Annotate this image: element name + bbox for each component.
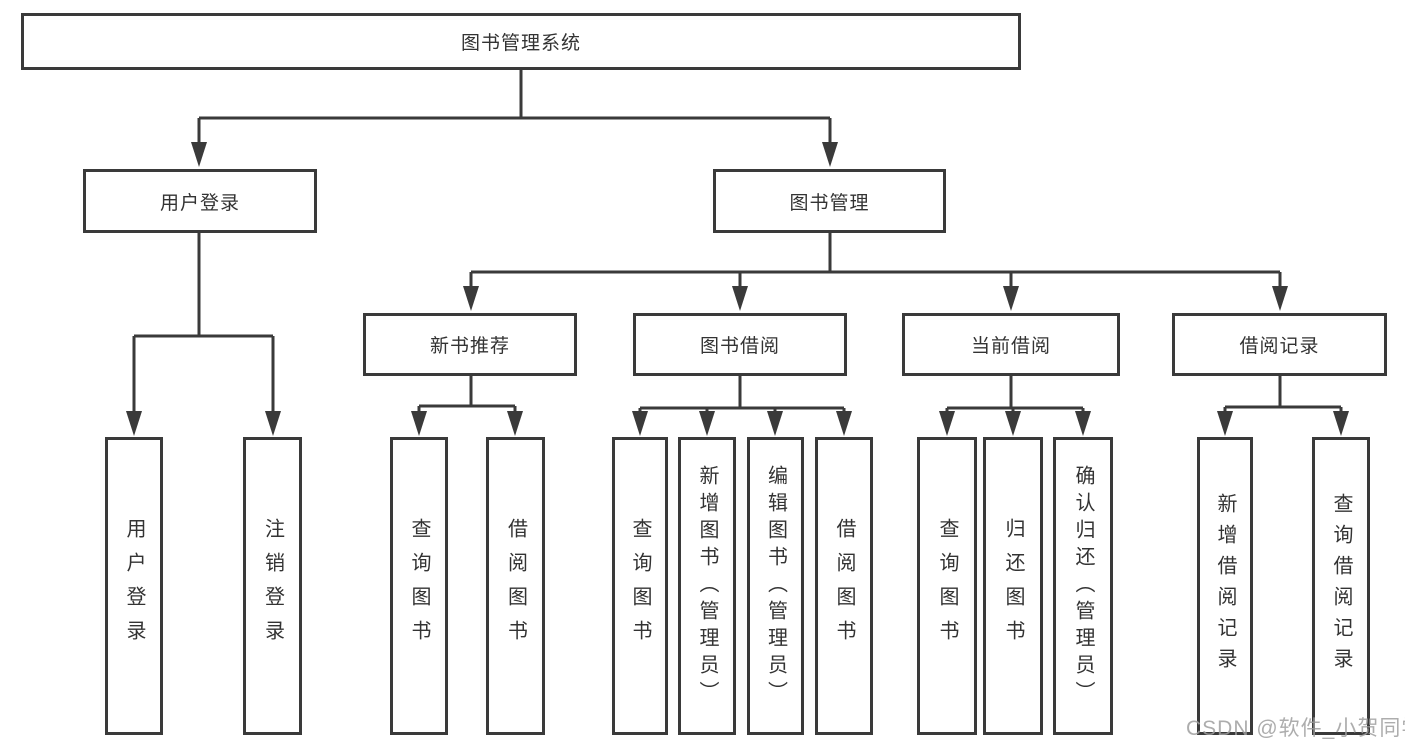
node-user-login: 用户登录 (83, 169, 317, 233)
leaf-borrow-books-borrowing: 借阅图书 (815, 437, 873, 735)
leaf-user-login: 用户登录 (105, 437, 163, 735)
leaf-confirm-return-admin: 确认归还（管理员） (1053, 437, 1113, 735)
node-label: 查询图书 (408, 518, 430, 654)
node-new-book-recommendation: 新书推荐 (363, 313, 577, 376)
leaf-logout: 注销登录 (243, 437, 302, 735)
node-label: 确认归还（管理员） (1072, 464, 1094, 708)
node-label: 当前借阅 (970, 336, 1051, 357)
leaf-query-books-recommend: 查询图书 (390, 437, 448, 735)
node-label: 图书管理系统 (460, 33, 581, 54)
watermark: CSDN @软件_小贺同学 (1186, 717, 1405, 740)
node-label: 用户登录 (123, 518, 145, 654)
leaf-return-book: 归还图书 (983, 437, 1043, 735)
node-borrowing-records: 借阅记录 (1172, 313, 1387, 376)
node-label: 查询图书 (936, 518, 958, 654)
node-book-management: 图书管理 (713, 169, 946, 233)
node-label: 查询借阅记录 (1330, 493, 1352, 679)
leaf-query-books-borrowing: 查询图书 (612, 437, 668, 735)
node-label: 注销登录 (261, 518, 284, 654)
node-label: 编辑图书（管理员） (764, 464, 787, 708)
node-book-borrowing: 图书借阅 (633, 313, 847, 376)
node-label: 查询图书 (629, 518, 651, 654)
node-label: 用户登录 (159, 192, 240, 214)
leaf-borrow-books-recommend: 借阅图书 (486, 437, 545, 735)
node-label: 归还图书 (1002, 518, 1024, 654)
node-label: 新增借阅记录 (1214, 493, 1236, 679)
node-label: 借阅图书 (504, 518, 527, 654)
leaf-edit-book-admin: 编辑图书（管理员） (747, 437, 804, 735)
leaf-add-book-admin: 新增图书（管理员） (678, 437, 736, 735)
leaf-add-borrow-record: 新增借阅记录 (1197, 437, 1253, 735)
node-current-borrowing: 当前借阅 (902, 313, 1120, 376)
leaf-query-books-current: 查询图书 (917, 437, 977, 735)
node-label: 图书借阅 (699, 336, 780, 357)
node-label: 图书管理 (789, 192, 870, 214)
node-library-management-system: 图书管理系统 (21, 13, 1021, 70)
node-label: 新书推荐 (429, 336, 510, 357)
node-label: 借阅图书 (833, 518, 855, 654)
node-label: 借阅记录 (1239, 336, 1320, 357)
node-label: 新增图书（管理员） (696, 464, 718, 708)
leaf-query-borrow-record: 查询借阅记录 (1312, 437, 1370, 735)
